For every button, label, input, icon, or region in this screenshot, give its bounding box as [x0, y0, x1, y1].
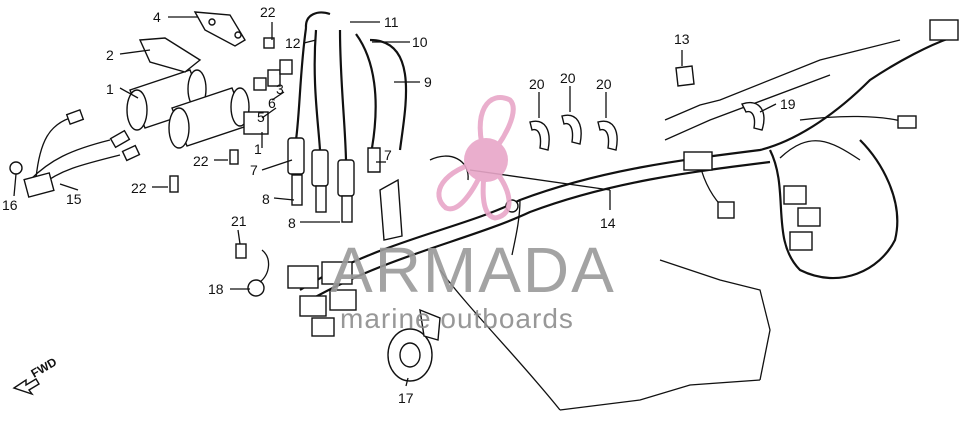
- horn: [387, 308, 441, 382]
- callout-22-middle: 22: [193, 153, 209, 169]
- callout-20-middle: 20: [560, 70, 576, 86]
- callout-1-coil-secondary: 1: [254, 141, 262, 157]
- callout-20-right: 20: [596, 76, 612, 92]
- main-wiring-harness: [299, 19, 959, 301]
- connector-block: [287, 185, 821, 337]
- callout-17: 17: [398, 390, 414, 406]
- harness-clamps: [529, 65, 765, 151]
- callout-22-top: 22: [260, 4, 276, 20]
- callout-8-lower: 8: [288, 215, 296, 231]
- forward-direction-indicator: FWD: [12, 355, 60, 396]
- callout-8-upper: 8: [262, 191, 270, 207]
- spark-plug-caps: [287, 137, 403, 241]
- watermark-tagline: marine outboards: [340, 303, 574, 334]
- callout-11: 11: [384, 14, 399, 30]
- spark-plug-leads: [294, 11, 408, 161]
- callout-10: 10: [412, 34, 428, 50]
- callout-15: 15: [66, 191, 82, 207]
- callout-12: 12: [285, 35, 301, 51]
- callout-21: 21: [231, 213, 247, 229]
- coil-bolts: [169, 37, 293, 193]
- callout-13: 13: [674, 31, 690, 47]
- callout-14: 14: [600, 215, 616, 231]
- callout-labels: 1 1 2 3 4 5 6 7 7 8 8 9 10 11 12 13 14 1…: [2, 4, 796, 406]
- ignition-coil-right: [168, 87, 269, 149]
- sub-harness: [9, 109, 141, 198]
- callout-18: 18: [208, 281, 224, 297]
- callout-2: 2: [106, 47, 114, 63]
- callout-7-left: 7: [250, 162, 258, 178]
- fwd-label: FWD: [29, 355, 60, 381]
- callout-1-coil: 1: [106, 81, 114, 97]
- callout-6: 6: [268, 95, 276, 111]
- callout-3: 3: [276, 81, 284, 97]
- frame-outline: [439, 39, 901, 411]
- callout-16: 16: [2, 197, 18, 213]
- callout-20-left: 20: [529, 76, 545, 92]
- callout-5: 5: [257, 109, 265, 125]
- callout-19: 19: [780, 96, 796, 112]
- callout-22-lower: 22: [131, 180, 147, 196]
- callout-4: 4: [153, 9, 161, 25]
- callout-7-right: 7: [384, 147, 392, 163]
- watermark-logo: ARMADA marine outboards: [330, 95, 616, 334]
- coil-bracket: [138, 11, 246, 73]
- propeller-icon: [436, 95, 516, 221]
- small-fasteners: [235, 243, 270, 297]
- watermark-brand: ARMADA: [330, 234, 616, 306]
- callout-9: 9: [424, 74, 432, 90]
